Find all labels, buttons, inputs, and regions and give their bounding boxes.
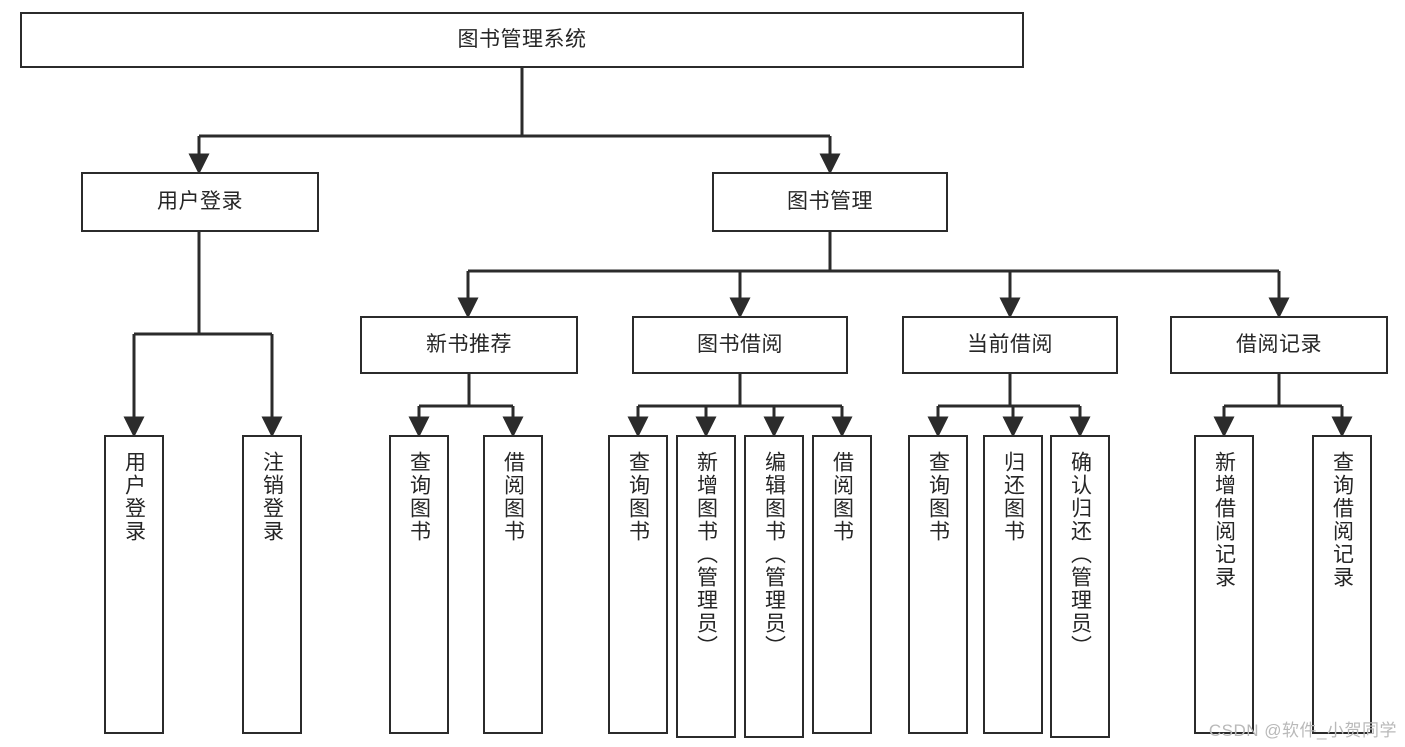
leaf-add-book-admin-label: 新增图书（管理员） (694, 451, 718, 658)
node-book-borrow-label: 图书借阅 (697, 332, 783, 356)
leaf-add-borrow-record-label: 新增借阅记录 (1212, 451, 1236, 589)
leaf-user-login[interactable]: 用户登录 (104, 435, 164, 734)
node-book-management[interactable]: 图书管理 (712, 172, 948, 232)
leaf-add-borrow-record[interactable]: 新增借阅记录 (1194, 435, 1254, 734)
leaf-query-book-newbook[interactable]: 查询图书 (389, 435, 449, 734)
node-root[interactable]: 图书管理系统 (20, 12, 1024, 68)
leaf-borrow-book-label: 借阅图书 (830, 451, 854, 543)
leaf-confirm-return-admin[interactable]: 确认归还（管理员） (1050, 435, 1110, 738)
leaf-return-book[interactable]: 归还图书 (983, 435, 1043, 734)
leaf-return-book-label: 归还图书 (1001, 451, 1025, 543)
leaf-borrow-book-newbook[interactable]: 借阅图书 (483, 435, 543, 734)
leaf-borrow-book[interactable]: 借阅图书 (812, 435, 872, 734)
leaf-confirm-return-admin-label: 确认归还（管理员） (1068, 451, 1092, 658)
leaf-query-book-current-label: 查询图书 (926, 451, 950, 543)
leaf-logout[interactable]: 注销登录 (242, 435, 302, 734)
node-current-borrow[interactable]: 当前借阅 (902, 316, 1118, 374)
node-user-login[interactable]: 用户登录 (81, 172, 319, 232)
leaf-query-borrow-record[interactable]: 查询借阅记录 (1312, 435, 1372, 734)
node-book-borrow[interactable]: 图书借阅 (632, 316, 848, 374)
node-user-login-label: 用户登录 (157, 189, 243, 213)
node-root-label: 图书管理系统 (457, 27, 587, 51)
node-current-borrow-label: 当前借阅 (967, 332, 1053, 356)
node-book-management-label: 图书管理 (787, 189, 873, 213)
csdn-watermark: CSDN @软件_小贺同学 (1208, 721, 1397, 740)
node-borrow-record-label: 借阅记录 (1236, 332, 1322, 356)
node-borrow-record[interactable]: 借阅记录 (1170, 316, 1388, 374)
leaf-query-book-current[interactable]: 查询图书 (908, 435, 968, 734)
leaf-user-login-label: 用户登录 (122, 451, 146, 543)
leaf-add-book-admin[interactable]: 新增图书（管理员） (676, 435, 736, 738)
leaf-edit-book-admin-label: 编辑图书（管理员） (762, 451, 786, 658)
leaf-edit-book-admin[interactable]: 编辑图书（管理员） (744, 435, 804, 738)
node-new-book-recommend[interactable]: 新书推荐 (360, 316, 578, 374)
leaf-borrow-book-newbook-label: 借阅图书 (501, 451, 525, 543)
leaf-query-book-borrow-label: 查询图书 (626, 451, 650, 543)
leaf-query-book-borrow[interactable]: 查询图书 (608, 435, 668, 734)
leaf-logout-label: 注销登录 (260, 451, 284, 543)
leaf-query-borrow-record-label: 查询借阅记录 (1330, 451, 1354, 589)
node-new-book-recommend-label: 新书推荐 (426, 332, 512, 356)
leaf-query-book-newbook-label: 查询图书 (407, 451, 431, 543)
